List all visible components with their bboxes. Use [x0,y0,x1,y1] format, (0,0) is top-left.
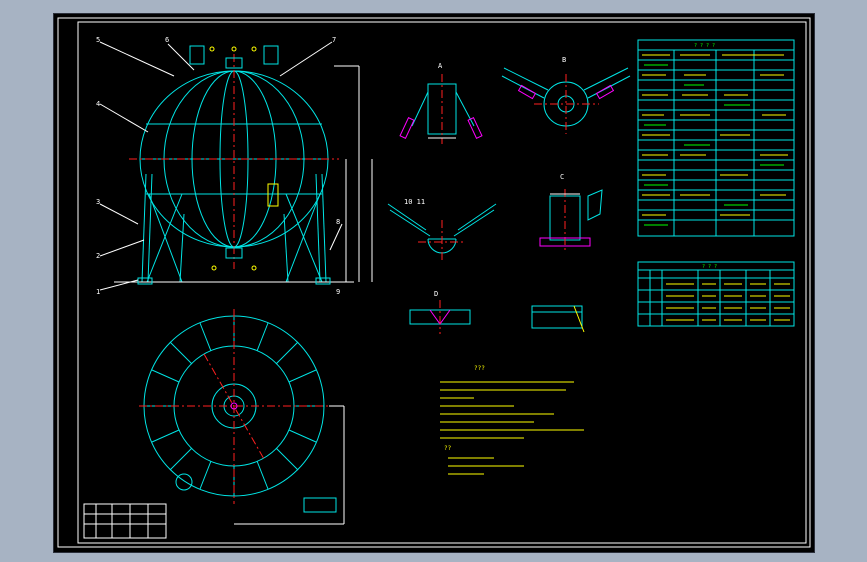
front-elevation-view [99,41,373,291]
tech-characteristics-table: ? ? ? ? [637,39,795,237]
detail-view-a [399,74,483,144]
drawing-border [57,17,811,548]
part-callout: 8 [336,218,340,226]
section-label: A [438,62,443,70]
part-callout: 6 [165,36,169,44]
table-heading: ? ? ? ? [694,43,715,49]
part-callout: 4 [96,100,100,108]
part-callout: 9 [336,288,340,296]
detail-view-brace [387,203,497,262]
section-label: 10 11 [404,198,425,206]
part-callout: 2 [96,252,100,260]
table-heading: ? ? ? [702,264,717,270]
detail-view-c [539,189,603,252]
detail-view-weld [409,300,585,334]
notes-heading: ??? [474,365,485,372]
section-label: B [562,56,566,64]
notes-heading: ?? [444,445,452,452]
section-label: D [434,290,438,298]
spherical-tank-drawing: 5 6 7 4 3 2 1 8 9 [57,17,811,548]
title-block [83,503,167,539]
part-callout: 1 [96,288,100,296]
part-callout: 5 [96,36,100,44]
detail-view-b [501,67,631,134]
nozzle-table: ? ? ? [637,261,795,327]
part-callout: 3 [96,198,100,206]
drawing-frame [77,21,807,544]
technical-notes: ??? ?? [440,365,584,475]
section-label: C [560,173,564,181]
part-callout-labels: 5 6 7 4 3 2 1 8 9 [96,36,340,296]
cad-viewport[interactable]: 5 6 7 4 3 2 1 8 9 [53,13,815,553]
plan-view [139,309,345,525]
part-callout: 7 [332,36,336,44]
